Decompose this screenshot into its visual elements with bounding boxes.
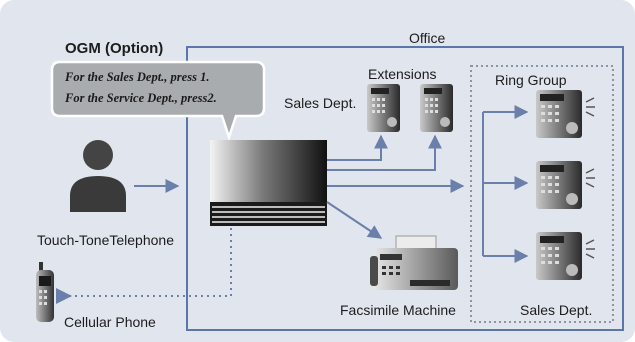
office-label: Office <box>409 30 446 46</box>
pbx-unit-icon <box>210 140 327 226</box>
sales-dept-group-label: Sales Dept. <box>520 302 593 318</box>
cellular-phone-label: Cellular Phone <box>64 314 156 330</box>
extensions-label: Extensions <box>368 66 437 82</box>
office-boundary <box>186 46 624 331</box>
ring-group-label: Ring Group <box>495 72 567 88</box>
cellular-phone-icon <box>36 262 54 322</box>
ring-group-phone-icon <box>536 90 595 138</box>
facsimile-machine-label: Facsimile Machine <box>340 302 456 318</box>
ring-group-phone-icon <box>536 232 595 280</box>
ogm-title: OGM (Option) <box>65 40 164 57</box>
desk-phone-icon <box>367 84 400 132</box>
touch-tone-telephone-label: Touch-ToneTelephone <box>37 232 174 248</box>
arrow-pbx-to-extension-2 <box>327 134 442 171</box>
sales-dept-extension-label: Sales Dept. <box>284 95 357 111</box>
person-icon <box>70 140 126 212</box>
ogm-message-line-1: For the Sales Dept., press 1. <box>65 70 210 84</box>
arrow-pbx-to-extension-1 <box>327 134 388 161</box>
ogm-speech-bubble <box>50 60 266 141</box>
ogm-message-line-2: For the Service Dept., press2. <box>65 91 217 105</box>
ring-group-branches <box>482 105 529 263</box>
dotted-path-pbx-to-cellular <box>56 228 232 304</box>
desk-phone-icon <box>420 84 453 132</box>
fax-machine-icon <box>370 235 458 290</box>
ring-group-phone-icon <box>536 161 595 209</box>
arrow-pbx-to-fax <box>326 201 383 239</box>
ring-group-boundary <box>470 65 614 323</box>
